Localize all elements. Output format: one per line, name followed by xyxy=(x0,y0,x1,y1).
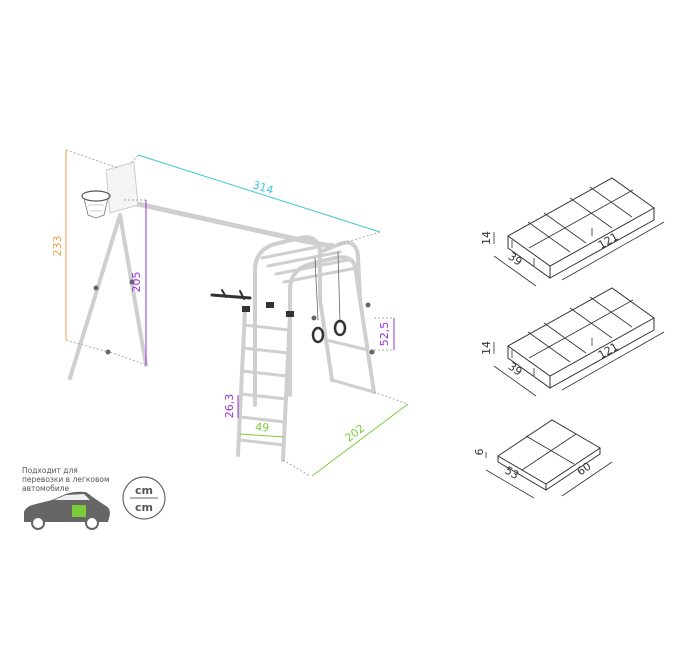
dim-height-bar: 205 xyxy=(130,272,143,293)
package-2-height: 14 xyxy=(480,341,493,355)
package-2 xyxy=(493,287,665,397)
car-transport-note: Подходит для перевозки в легковом автомо… xyxy=(22,466,110,493)
dim-ladder-width: 49 xyxy=(255,421,270,435)
package-3-height: 6 xyxy=(473,449,486,456)
unit-top: cm xyxy=(135,484,153,497)
dim-rings-height: 52,5 xyxy=(378,322,391,347)
dim-width-total: 314 xyxy=(251,178,275,197)
package-1-height: 14 xyxy=(480,231,493,245)
package-3-length: 60 xyxy=(575,460,594,479)
sports-complex-drawing xyxy=(68,161,376,462)
dim-ladder-step: 26,3 xyxy=(223,394,236,419)
package-3-depth: 53 xyxy=(502,464,521,482)
dim-depth: 202 xyxy=(343,422,368,445)
unit-bottom: cm xyxy=(135,501,153,514)
dim-height-total: 233 xyxy=(51,236,64,257)
car-icon xyxy=(24,491,110,530)
package-3 xyxy=(485,419,613,499)
package-2-depth: 39 xyxy=(506,360,525,379)
package-1 xyxy=(493,177,665,287)
package-1-depth: 39 xyxy=(506,250,525,269)
units-icon: cm cm xyxy=(122,476,166,520)
dimension-lines xyxy=(65,149,409,477)
